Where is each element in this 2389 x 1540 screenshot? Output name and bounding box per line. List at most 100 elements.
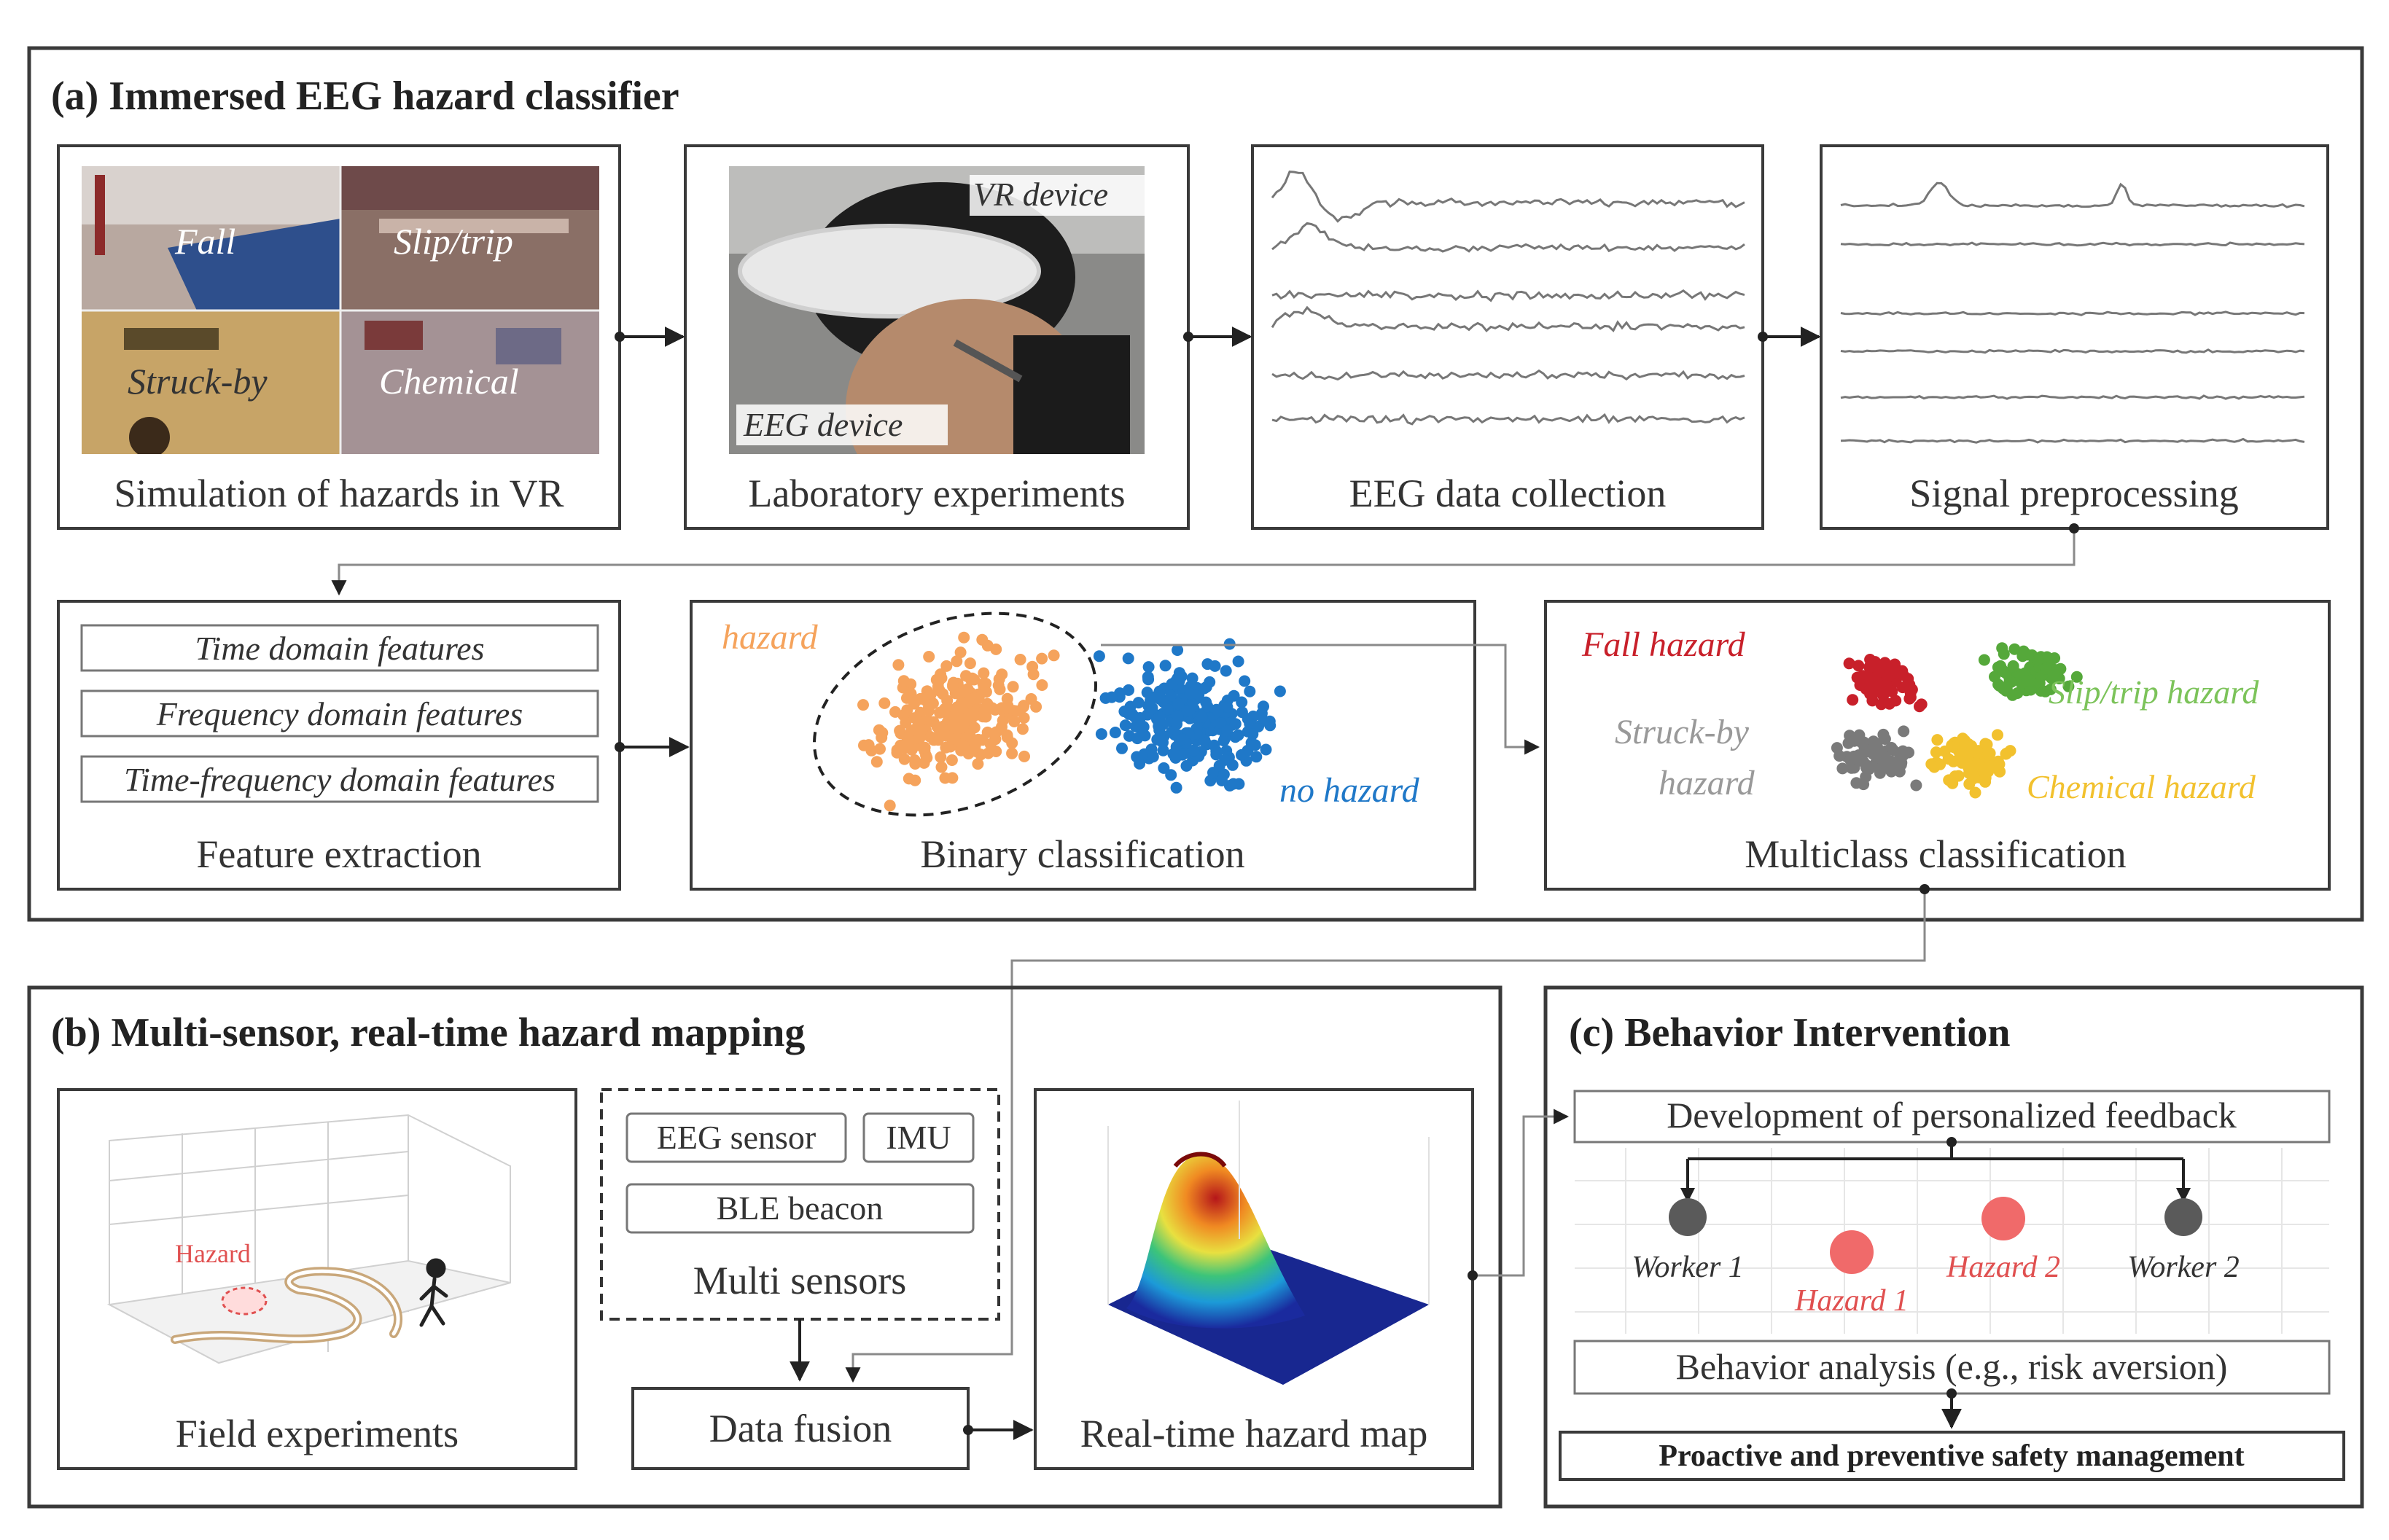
- chemical-hazard-label: Chemical hazard: [2027, 768, 2256, 805]
- scatter-point: [1844, 754, 1857, 766]
- scatter-point: [1975, 758, 1987, 770]
- scatter-point: [1847, 694, 1859, 706]
- scatter-point: [1236, 696, 1248, 708]
- scatter-point: [1971, 746, 1983, 759]
- frequency-domain-label: Frequency domain features: [156, 695, 523, 732]
- feature-caption: Feature extraction: [196, 832, 481, 876]
- vr-device-tag: [970, 175, 1145, 216]
- scatter-point: [1877, 728, 1890, 740]
- connector-binary-to-multiclass: [1101, 644, 1540, 755]
- proactive-label: Proactive and preventive safety manageme…: [1659, 1439, 2244, 1473]
- connector-multiclass-to-fusion: [845, 889, 1926, 1383]
- connector-map-to-feedback: [1473, 1109, 1570, 1277]
- scatter-point: [1931, 734, 1944, 746]
- scatter-point: [1914, 700, 1925, 713]
- panel-b-frame: [27, 985, 1503, 1509]
- scatter-point: [1172, 710, 1184, 722]
- scatter-point: [909, 758, 921, 770]
- panel-b-title: (b) Multi-sensor, real-time hazard mappi…: [51, 1010, 805, 1055]
- scatter-point: [967, 692, 980, 705]
- scatter-point: [873, 724, 885, 736]
- scatter-point: [1274, 685, 1286, 697]
- scatter-point: [1227, 778, 1239, 790]
- scatter-point: [1147, 751, 1159, 763]
- hazard-map-caption: Real-time hazard map: [1080, 1412, 1428, 1455]
- scatter-point: [1239, 675, 1251, 687]
- scatter-point: [2054, 662, 2067, 675]
- feature-extraction-box: Time domain features Frequency domain fe…: [57, 600, 621, 891]
- scatter-point: [1161, 703, 1174, 716]
- scatter-point: [857, 699, 869, 711]
- panel-c-frame: [1543, 985, 2364, 1509]
- scatter-point: [1122, 652, 1134, 665]
- scatter-point: [1018, 712, 1030, 724]
- scatter-point: [921, 751, 933, 764]
- scatter-point: [940, 660, 953, 672]
- struck-hazard-label-1: Struck-by: [1615, 713, 1750, 751]
- scatter-point: [939, 772, 951, 784]
- scatter-point: [938, 703, 951, 715]
- data-fusion-box: Data fusion: [631, 1387, 970, 1470]
- scatter-point: [1928, 761, 1941, 773]
- scatter-point: [1875, 698, 1887, 711]
- signal-trace: [1271, 305, 1745, 333]
- multi-sensors-group: EEG sensor IMU BLE beacon Multi sensors: [600, 1088, 1000, 1321]
- scatter-point: [916, 724, 928, 736]
- scatter-point: [958, 631, 970, 644]
- scatter-point: [1006, 747, 1018, 759]
- scatter-point: [919, 741, 931, 754]
- scatter-point: [1002, 700, 1014, 712]
- signal-trace: [1840, 348, 2305, 354]
- scatter-point: [1172, 644, 1184, 656]
- scatter-point: [1212, 704, 1224, 716]
- scatter-point: [1142, 671, 1154, 683]
- scatter-point: [2032, 654, 2044, 666]
- binary-scatter: [857, 631, 1286, 812]
- scatter-point: [1859, 743, 1871, 755]
- time-domain-pill: [80, 624, 599, 672]
- scatter-point: [892, 659, 905, 671]
- behavior-analysis-label: Behavior analysis (e.g., risk aversion): [1676, 1346, 2228, 1387]
- hazard-label: hazard: [722, 618, 819, 657]
- scatter-point: [1119, 719, 1131, 732]
- worker-1-marker: [1669, 1198, 1707, 1236]
- scatter-point: [966, 672, 978, 684]
- scatter-point: [996, 668, 1008, 681]
- scatter-point: [1871, 740, 1883, 753]
- scatter-point: [1879, 679, 1891, 692]
- vr-label-struck: Struck-by: [128, 361, 268, 402]
- scatter-point: [1260, 743, 1272, 756]
- field-hazard-zone: [221, 1286, 268, 1316]
- multi-sensors-caption: Multi sensors: [693, 1259, 907, 1302]
- scatter-point: [1153, 724, 1166, 736]
- binary-classification-box: hazard no hazard Binary classification: [690, 600, 1476, 891]
- scatter-point: [891, 744, 903, 757]
- scatter-point: [1872, 664, 1885, 676]
- scatter-point: [1954, 748, 1966, 761]
- hazard-map-3d-plot: [1107, 1101, 1430, 1385]
- scatter-point: [990, 726, 1002, 738]
- hazard-boundary: [813, 611, 1097, 817]
- scatter-point: [935, 751, 947, 763]
- scatter-point: [1008, 716, 1021, 727]
- scatter-point: [994, 683, 1006, 695]
- eeg-sensor-label: EEG sensor: [657, 1119, 816, 1156]
- scatter-point: [1157, 744, 1169, 757]
- scatter-point: [1048, 649, 1060, 662]
- scatter-point: [1165, 769, 1177, 781]
- vr-device-label: VR device: [973, 176, 1108, 213]
- signal-trace: [1271, 413, 1745, 426]
- panel-c-title: (c) Behavior Intervention: [1569, 1010, 2011, 1055]
- scatter-point: [1159, 660, 1172, 672]
- vr-label-chemical: Chemical: [379, 361, 519, 402]
- scatter-point: [969, 739, 981, 751]
- data-fusion-label: Data fusion: [709, 1407, 892, 1450]
- scatter-point: [908, 697, 920, 710]
- signal-trace: [1271, 289, 1745, 302]
- scatter-point: [2006, 676, 2017, 688]
- scatter-point: [946, 754, 958, 766]
- binary-caption: Binary classification: [920, 832, 1244, 876]
- hazard-1-label: Hazard 1: [1794, 1284, 1909, 1318]
- scatter-point: [978, 705, 991, 718]
- scatter-point: [1184, 687, 1196, 700]
